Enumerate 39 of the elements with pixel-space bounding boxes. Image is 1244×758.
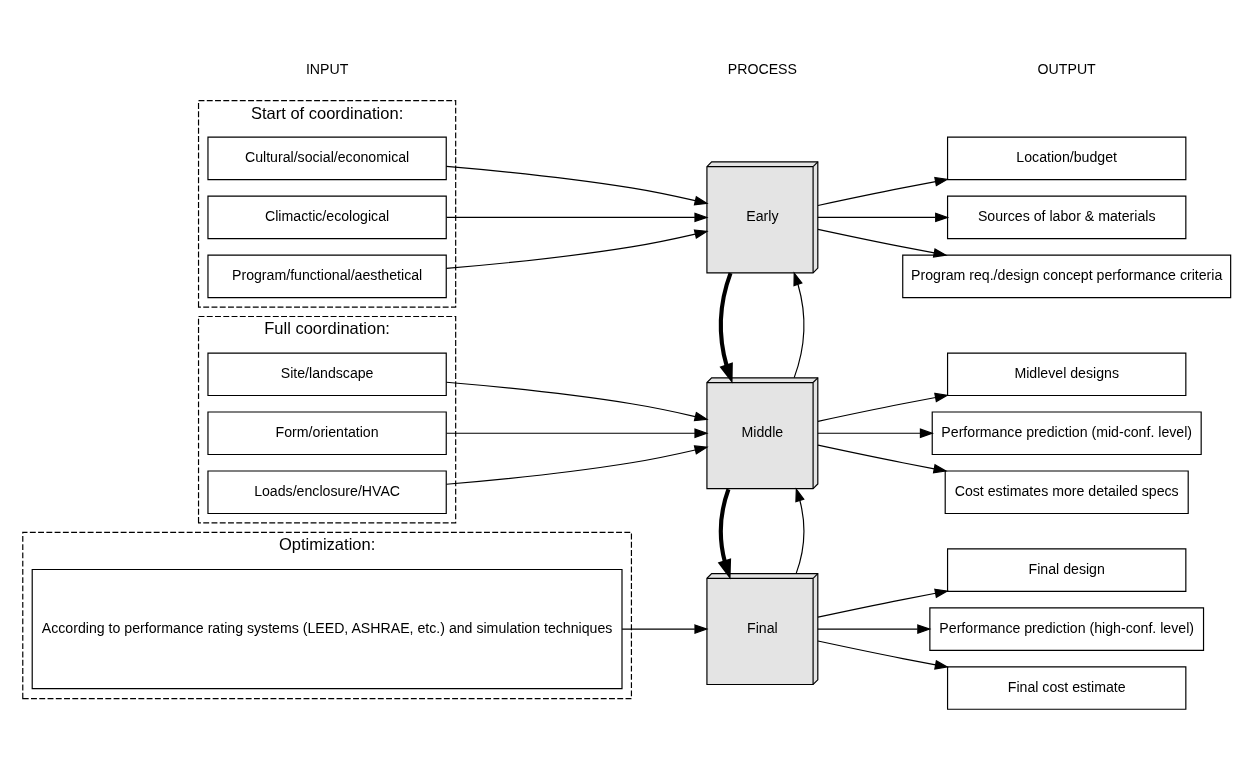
node-box: Performance prediction (mid-conf. level) [931, 411, 1202, 456]
node-box: Sources of labor & materials [946, 195, 1187, 240]
node-box: Form/orientation [207, 411, 447, 456]
node-box: Final cost estimate [946, 666, 1187, 710]
arrow [445, 381, 709, 422]
node-box: Final design [946, 548, 1187, 592]
node-box: Cultural/social/economical [207, 136, 447, 181]
arrow [445, 165, 709, 206]
arrow [817, 428, 934, 439]
arrow [793, 271, 805, 379]
arrow [817, 444, 948, 474]
arrow [621, 624, 709, 635]
arrow [817, 176, 949, 207]
arrow [445, 229, 709, 269]
arrow [718, 272, 733, 384]
arrow [446, 212, 709, 223]
arrow [446, 428, 709, 439]
arrow [817, 228, 948, 258]
node-box: Midlevel designs [946, 352, 1187, 397]
arrow [445, 445, 709, 485]
node-box: Site/landscape [207, 352, 447, 397]
arrow [795, 487, 805, 575]
arrow [817, 624, 932, 635]
node-box: Location/budget [946, 136, 1187, 181]
node-box: Performance prediction (high-conf. level) [929, 607, 1205, 651]
arrow [817, 588, 949, 618]
node-box: Program req./design concept performance criteria [902, 254, 1232, 299]
node-box: Climactic/ecological [207, 195, 447, 240]
node-box: Loads/enclosure/HVAC [207, 470, 447, 515]
arrow [817, 212, 950, 223]
arrow [717, 488, 732, 580]
arrow [817, 392, 949, 422]
arrow [817, 640, 949, 670]
node-box: Cost estimates more detailed specs [944, 470, 1189, 515]
label: INPUT [305, 60, 349, 77]
node-box: Program/functional/aesthetical [207, 254, 447, 299]
node-box: According to performance rating systems (LEED, ASHRAE, etc.) and simulation techniques [31, 568, 623, 690]
label: OUTPUT [1037, 60, 1096, 77]
label: PROCESS [727, 60, 797, 77]
